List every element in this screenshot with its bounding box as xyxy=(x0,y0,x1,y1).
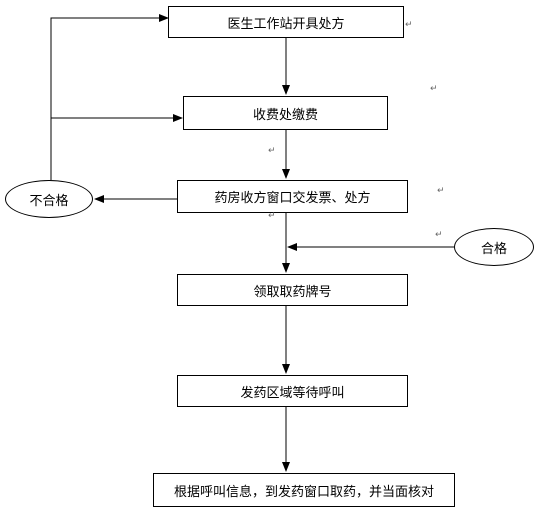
step-ticket-label: 领取取药牌号 xyxy=(253,284,332,300)
decision-pass: 合格 xyxy=(454,228,534,266)
paragraph-mark: ↵ xyxy=(435,230,443,240)
step-submit: 药房收方窗口交发票、处方 xyxy=(177,180,408,213)
step-collect: 根据呼叫信息，到发药窗口取药，并当面核对 xyxy=(153,473,455,507)
decision-fail-label: 不合格 xyxy=(29,193,69,209)
decision-pass-label: 合格 xyxy=(480,241,507,257)
paragraph-mark: ↵ xyxy=(268,211,276,221)
paragraph-mark: ↵ xyxy=(430,84,438,94)
paragraph-mark: ↵ xyxy=(437,186,445,196)
step-prescribe: 医生工作站开具处方 xyxy=(168,6,404,38)
line-fail-loop-back xyxy=(50,14,169,180)
paragraph-mark: ↵ xyxy=(268,146,276,156)
step-wait: 发药区域等待呼叫 xyxy=(177,375,408,407)
step-pay-label: 收费处缴费 xyxy=(252,107,318,123)
step-submit-label: 药房收方窗口交发票、处方 xyxy=(214,191,371,206)
decision-fail: 不合格 xyxy=(5,180,93,218)
step-wait-label: 发药区域等待呼叫 xyxy=(240,385,345,401)
step-pay: 收费处缴费 xyxy=(183,96,388,130)
step-ticket: 领取取药牌号 xyxy=(177,274,408,306)
step-collect-label: 根据呼叫信息，到发药窗口取药，并当面核对 xyxy=(173,484,434,500)
paragraph-mark: ↵ xyxy=(405,20,413,30)
step-prescribe-label: 医生工作站开具处方 xyxy=(227,16,345,32)
